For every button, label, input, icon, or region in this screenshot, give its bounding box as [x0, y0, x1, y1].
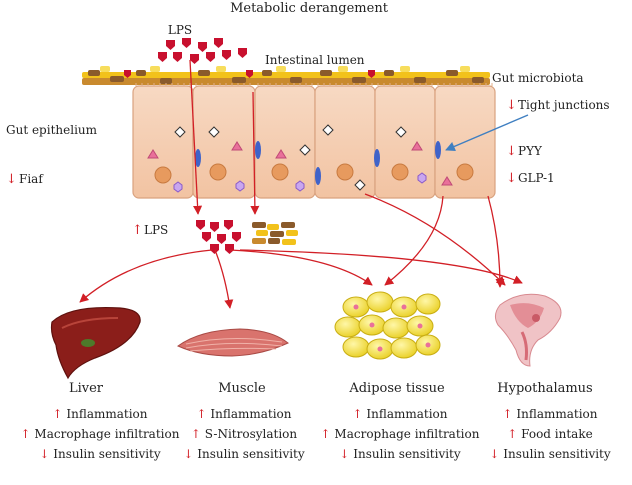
adipose-nuclei — [353, 304, 431, 352]
lps-top-cluster — [158, 38, 247, 64]
tight-junction-pointer — [445, 114, 529, 152]
muscle-illustration — [177, 328, 289, 357]
organ-name-hypothalamus: Hypothalamus — [497, 381, 592, 396]
microbiota-layer — [82, 66, 490, 85]
glp1-label: GLP-1 — [518, 171, 555, 185]
pyy-label: PYY — [518, 144, 543, 158]
adipose-effect-2: ↑ Macrophage infiltration — [321, 427, 480, 441]
lps-blood-arrow: ↑ — [132, 223, 143, 238]
bacteria-blood-cluster — [252, 222, 298, 245]
pyy-arrow: ↓ — [506, 144, 517, 159]
muscle-effect-2: ↑ S-Nitrosylation — [191, 427, 298, 441]
liver-illustration — [50, 306, 141, 380]
fiaf-arrow: ↓ — [6, 172, 17, 187]
gut-epithelium — [132, 85, 496, 199]
lps-top-label: LPS — [168, 23, 192, 37]
lps-crossing-arrow — [189, 59, 203, 215]
diagram-title: Metabolic derangement — [230, 1, 389, 16]
cell-organelles — [147, 124, 474, 193]
liver-effect-2: ↑ Macrophage infiltration — [21, 427, 180, 441]
adipose-effect-3: ↓ Insulin sensitivity — [339, 447, 461, 461]
adipose-effect-1: ↑ Inflammation — [352, 407, 447, 421]
adipose-illustration — [334, 291, 441, 360]
hypothalamus-effect-1: ↑ Inflammation — [502, 407, 597, 421]
lps-blood-cluster — [196, 220, 241, 254]
hypothalamus-illustration — [494, 293, 562, 367]
hypothalamus-effect-3: ↓ Insulin sensitivity — [489, 447, 611, 461]
muscle-effect-3: ↓ Insulin sensitivity — [183, 447, 305, 461]
gut-microbiota-label: Gut microbiota — [492, 71, 584, 85]
hypothalamus-effect-2: ↑ Food intake — [507, 427, 592, 441]
liver-effect-3: ↓ Insulin sensitivity — [39, 447, 161, 461]
lps-blood-label: LPS — [144, 223, 168, 237]
distribution-arrows — [79, 193, 523, 309]
microvilli — [135, 83, 493, 86]
organ-name-adipose: Adipose tissue — [348, 381, 445, 396]
tight-junctions-label: Tight junctions — [518, 98, 610, 112]
microbiota-crossing-arrow — [250, 91, 260, 215]
muscle-effect-1: ↑ Inflammation — [196, 407, 291, 421]
tight-junctions-arrow: ↓ — [506, 98, 517, 113]
liver-effect-1: ↑ Inflammation — [52, 407, 147, 421]
organ-name-liver: Liver — [69, 381, 104, 396]
glp1-arrow: ↓ — [506, 171, 517, 186]
organ-name-muscle: Muscle — [218, 381, 266, 396]
fiaf-label: Fiaf — [19, 172, 44, 186]
gut-epithelium-label: Gut epithelium — [6, 123, 98, 137]
intestinal-lumen-label: Intestinal lumen — [265, 53, 365, 67]
